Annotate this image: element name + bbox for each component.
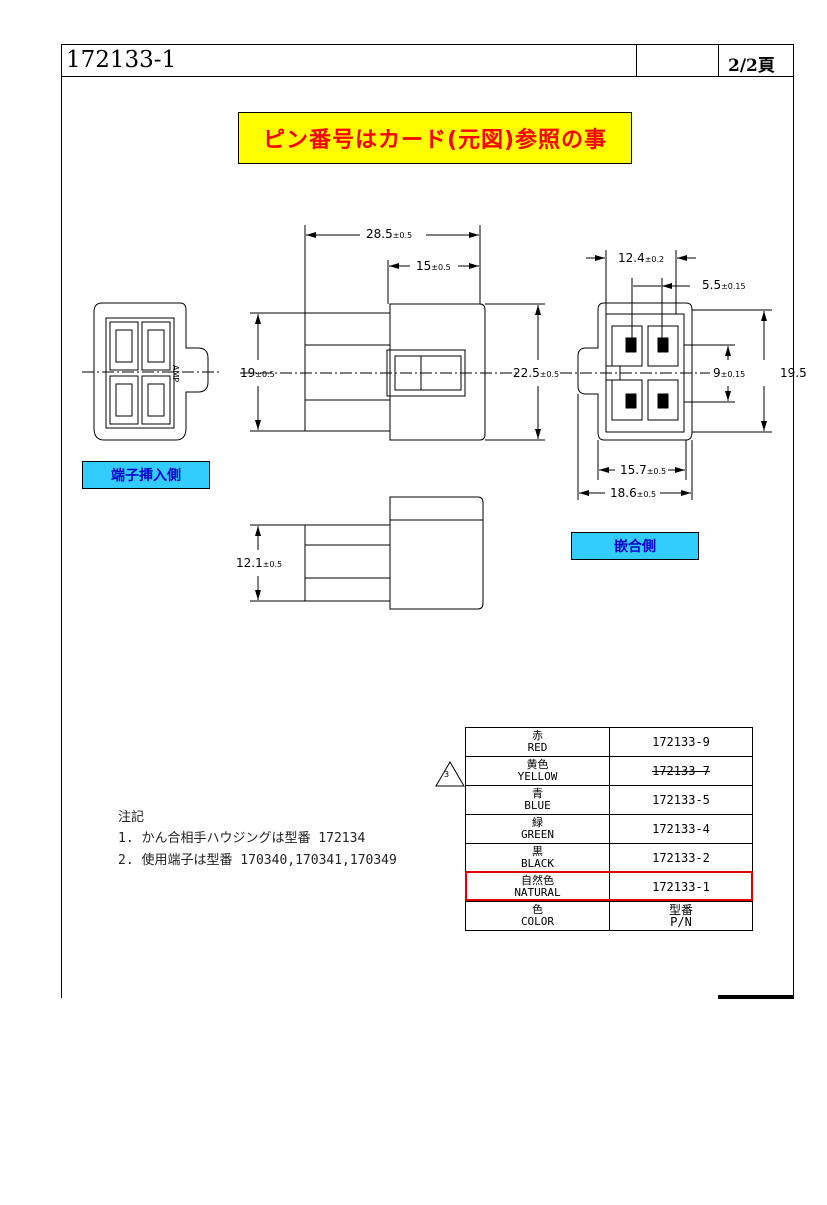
frame-bottom-bar xyxy=(718,995,794,999)
dim-front-height: 19.5 xyxy=(780,366,807,380)
revision-triangle-icon xyxy=(435,761,465,787)
frame-divider-2 xyxy=(718,44,719,76)
dim-front-width-inner: 15.7±0.5 xyxy=(620,463,667,477)
frame-right xyxy=(793,44,794,998)
natural-row-highlight xyxy=(465,871,753,901)
frame-top xyxy=(61,44,794,45)
pin-number-banner: ピン番号はカード(元図)参照の事 xyxy=(238,112,632,164)
dim-pitch-outer: 12.4±0.2 xyxy=(618,251,665,265)
note-item-1: 1. かん合相手ハウジングは型番 172134 xyxy=(118,831,366,846)
page-number: 2/2頁 xyxy=(728,56,775,76)
rear-view xyxy=(82,302,222,441)
front-view xyxy=(560,302,710,441)
side-view xyxy=(240,303,520,441)
bottom-view xyxy=(304,496,484,610)
dim-overall-length: 28.5±0.5 xyxy=(366,227,413,241)
dim-body-length: 15±0.5 xyxy=(416,259,451,273)
notes-title: 注記 xyxy=(118,810,145,825)
frame-left xyxy=(61,44,62,998)
dim-flange-height: 22.5±0.5 xyxy=(513,366,560,380)
revision-number: 3 xyxy=(444,770,450,779)
frame-header-bottom xyxy=(61,76,794,77)
dim-front-width-outer: 18.6±0.5 xyxy=(610,486,657,500)
dim-depth: 12.1±0.5 xyxy=(236,556,283,570)
dim-pitch-inner: 5.5±0.15 xyxy=(702,278,746,292)
part-number-title: 172133-1 xyxy=(66,47,177,73)
note-item-2: 2. 使用端子は型番 170340,170341,170349 xyxy=(118,853,397,868)
mating-side-label: 嵌合側 xyxy=(571,532,699,560)
dim-body-height: 19±0.5 xyxy=(240,366,275,380)
insertion-side-label: 端子挿入側 xyxy=(82,461,210,489)
amp-mark: AMP xyxy=(171,365,180,383)
frame-divider-1 xyxy=(636,44,637,76)
dim-row-pitch: 9±0.15 xyxy=(713,366,746,380)
